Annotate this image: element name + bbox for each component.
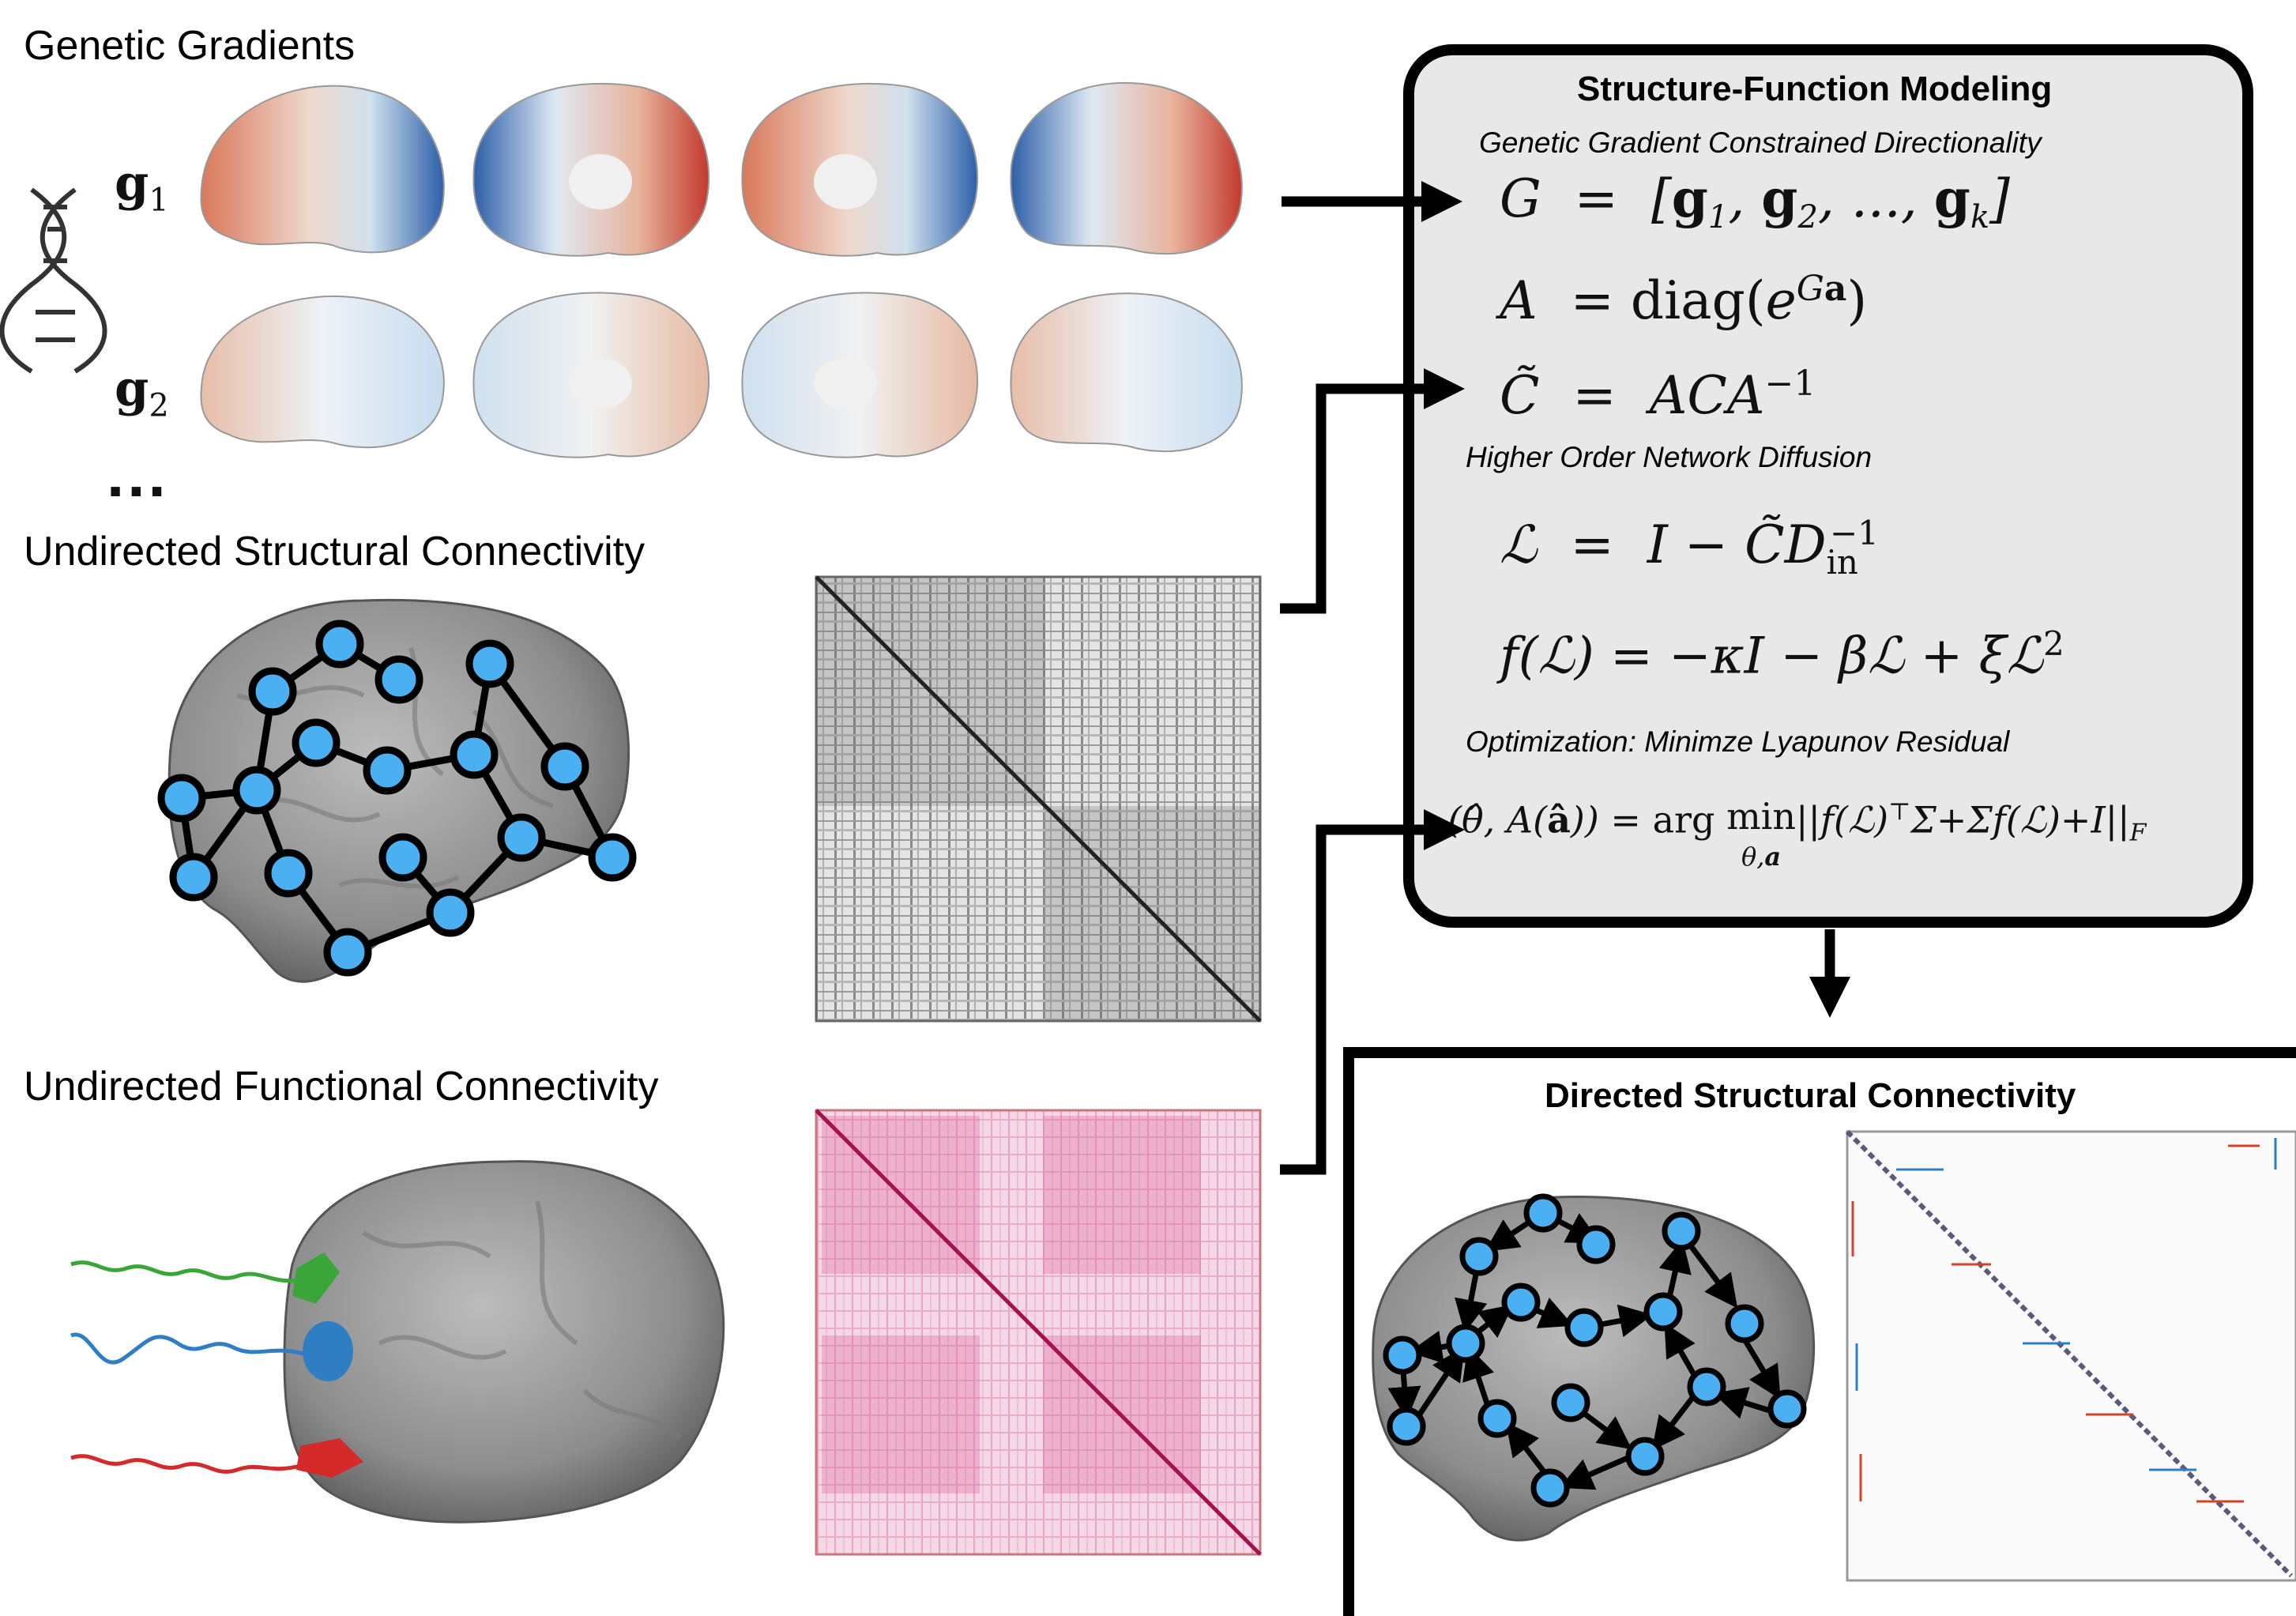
ellipsis: ... (107, 439, 169, 510)
node (292, 718, 341, 767)
node (1643, 1292, 1683, 1332)
gradient-brain-g2-medial-right (741, 292, 979, 458)
structural-connectivity-title: Undirected Structural Connectivity (24, 529, 646, 574)
functional-connectivity-matrix (815, 1109, 1262, 1556)
functional-connectivity-title: Undirected Functional Connectivity (24, 1064, 659, 1109)
gradient-brain-g2-medial-left (472, 292, 710, 458)
model-title: Structure-Function Modeling (1577, 70, 2053, 108)
node (378, 833, 427, 882)
node (1576, 1225, 1616, 1264)
note-optimization: Optimization: Minimze Lyapunov Residual (1466, 725, 2010, 758)
node (540, 742, 589, 791)
node (465, 639, 514, 688)
gradient-brain-g1-lateral-right (1010, 81, 1243, 255)
node (1551, 1383, 1590, 1422)
node (1530, 1468, 1570, 1508)
node (497, 813, 546, 862)
node (1687, 1367, 1726, 1407)
bold-signals (70, 1260, 309, 1474)
gradient-brain-g1-lateral-left (200, 85, 445, 254)
structure-function-model-box (1403, 44, 2253, 928)
node (264, 849, 313, 898)
node (363, 746, 412, 795)
functional-brain (283, 1160, 725, 1524)
gradient-brain-g1-medial-left (472, 82, 710, 257)
genetic-gradients-title: Genetic Gradients (24, 23, 356, 69)
arrow-icon (1280, 368, 1465, 614)
arrow-icon (1280, 809, 1465, 1175)
gradient-brain-g1-medial-right (741, 82, 979, 257)
node (1523, 1193, 1563, 1233)
node (1725, 1304, 1764, 1343)
directed-graph-nodes (1383, 1193, 1807, 1508)
node (1383, 1335, 1422, 1375)
node (1459, 1237, 1499, 1276)
node (1662, 1211, 1701, 1251)
directed-connectivity-matrix (1845, 1129, 2296, 1582)
dna-icon (0, 187, 107, 374)
note-diffusion: Higher Order Network Diffusion (1466, 441, 1873, 473)
node (1446, 1324, 1485, 1363)
equation-directed-c: C̃ = ACA−1 (1500, 364, 1816, 426)
node (323, 928, 372, 977)
node (450, 730, 499, 779)
node (1477, 1399, 1517, 1438)
node (1564, 1308, 1604, 1347)
node (1767, 1389, 1807, 1429)
gradient-brain-g2-lateral-left (200, 295, 445, 449)
node (375, 655, 423, 704)
equation-asymmetry: A = diag(eGa) (1500, 269, 1868, 331)
output-title: Directed Structural Connectivity (1545, 1076, 2076, 1115)
node (1387, 1407, 1426, 1446)
node (588, 833, 637, 882)
node (248, 667, 297, 716)
node (1625, 1437, 1665, 1476)
g1-label: g1 (115, 154, 169, 219)
node (157, 774, 206, 823)
note-genetic-constraint: Genetic Gradient Constrained Directional… (1479, 126, 2042, 159)
node (232, 766, 281, 815)
directed-brain (1372, 1196, 1816, 1542)
gradient-brain-g2-lateral-right (1010, 292, 1243, 453)
g2-label: g2 (115, 360, 169, 424)
equation-gradient-matrix: G = [g1, g2, ..., gk] (1500, 168, 2010, 236)
connector-arrows (1280, 181, 1850, 1175)
node (426, 888, 475, 937)
node (315, 620, 364, 669)
structural-connectivity-matrix (815, 575, 1262, 1023)
node (169, 853, 218, 902)
node (1501, 1283, 1541, 1322)
structural-graph-nodes (157, 620, 637, 977)
equation-polynomial: f(ℒ) = −κI − βℒ + ξℒ2 (1500, 624, 2065, 686)
equation-laplacian: ℒ = I − C̃Din−1 (1500, 514, 1879, 582)
